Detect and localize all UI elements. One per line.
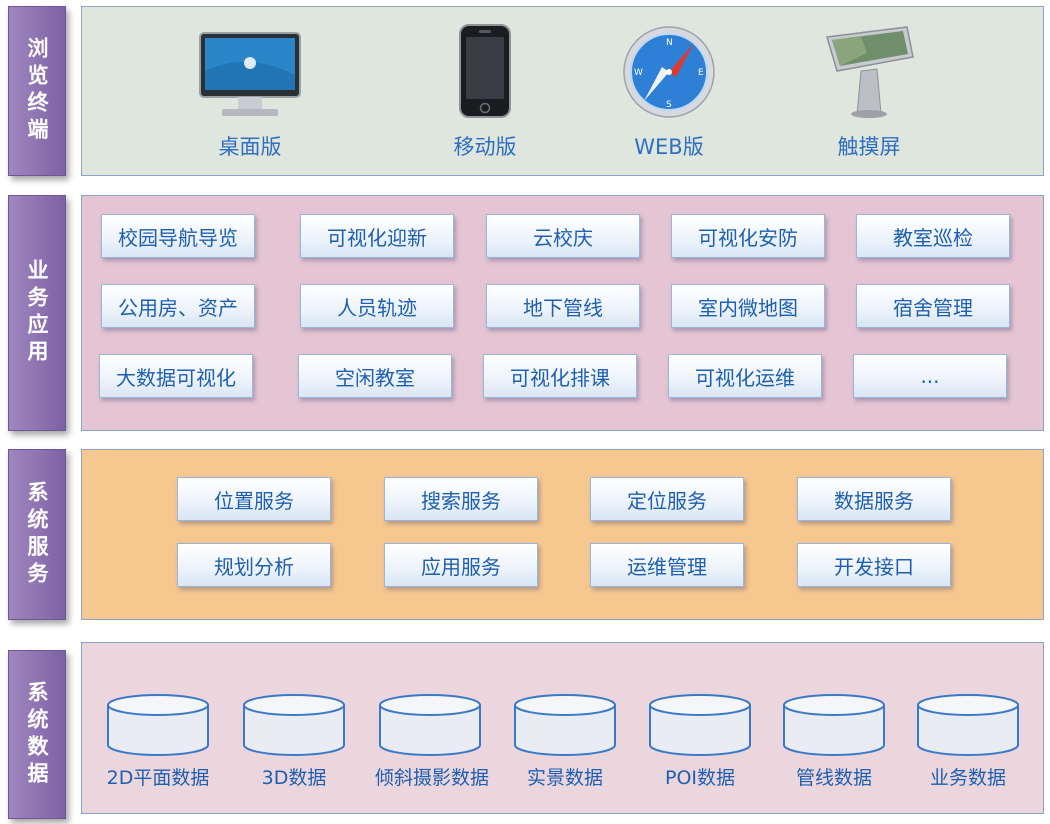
database-cylinder-icon bbox=[379, 694, 481, 756]
datastore-oblique-photo-label: 倾斜摄影数据 bbox=[375, 767, 490, 789]
device-touchscreen[interactable]: 触摸屏 bbox=[794, 26, 944, 161]
database-cylinder-icon bbox=[783, 694, 885, 756]
app-dormitory-management[interactable]: 宿舍管理 bbox=[856, 284, 1010, 328]
svg-text:W: W bbox=[634, 68, 643, 78]
datastore-oblique-photo[interactable]: 倾斜摄影数据 bbox=[375, 693, 490, 790]
datastore-3d[interactable]: 3D数据 bbox=[239, 693, 349, 790]
device-mobile[interactable]: 移动版 bbox=[410, 24, 560, 161]
app-classroom-inspection[interactable]: 教室巡检 bbox=[856, 214, 1010, 258]
data-panel: 2D平面数据 3D数据 倾斜摄影数据 实景数据 POI数据 bbox=[81, 642, 1044, 814]
business-panel: 校园导航导览 可视化迎新 云校庆 可视化安防 教室巡检 公用房、资产 人员轨迹 … bbox=[81, 195, 1044, 431]
safari-compass-icon: N S W E bbox=[594, 26, 744, 119]
datastore-realscene-label: 实景数据 bbox=[526, 767, 603, 789]
app-indoor-micro-map[interactable]: 室内微地图 bbox=[671, 284, 825, 328]
datastore-realscene[interactable]: 实景数据 bbox=[510, 693, 620, 790]
app-campus-navigation[interactable]: 校园导航导览 bbox=[101, 214, 255, 258]
layer-label-data-text: 系统数据 bbox=[25, 680, 49, 789]
layer-label-terminal: 浏览终端 bbox=[8, 6, 66, 176]
datastore-poi-label: POI数据 bbox=[664, 767, 736, 789]
service-panel: 位置服务 搜索服务 定位服务 数据服务 规划分析 应用服务 运维管理 开发接口 bbox=[81, 449, 1044, 620]
app-visual-scheduling[interactable]: 可视化排课 bbox=[483, 354, 637, 398]
datastore-business-label: 业务数据 bbox=[929, 767, 1006, 789]
service-data[interactable]: 数据服务 bbox=[797, 477, 951, 521]
database-cylinder-icon bbox=[107, 694, 209, 756]
app-more[interactable]: ... bbox=[853, 354, 1007, 398]
device-touchscreen-label: 触摸屏 bbox=[837, 135, 901, 159]
device-mobile-label: 移动版 bbox=[453, 135, 517, 159]
app-public-housing-assets[interactable]: 公用房、资产 bbox=[101, 284, 255, 328]
service-search[interactable]: 搜索服务 bbox=[384, 477, 538, 521]
database-cylinder-icon bbox=[649, 694, 751, 756]
datastore-pipeline-label: 管线数据 bbox=[795, 767, 872, 789]
datastore-2d[interactable]: 2D平面数据 bbox=[103, 693, 213, 790]
svg-text:S: S bbox=[666, 100, 672, 110]
app-visual-security[interactable]: 可视化安防 bbox=[671, 214, 825, 258]
terminal-panel: 桌面版 移动版 N S W E bbox=[81, 6, 1044, 176]
desktop-monitor-icon bbox=[175, 27, 325, 119]
service-dev-interface[interactable]: 开发接口 bbox=[797, 543, 951, 587]
app-cloud-anniversary[interactable]: 云校庆 bbox=[486, 214, 640, 258]
datastore-pipeline[interactable]: 管线数据 bbox=[779, 693, 889, 790]
service-ops-management[interactable]: 运维管理 bbox=[590, 543, 744, 587]
service-application[interactable]: 应用服务 bbox=[384, 543, 538, 587]
datastore-poi[interactable]: POI数据 bbox=[645, 693, 755, 790]
svg-text:N: N bbox=[666, 38, 673, 48]
layer-label-terminal-text: 浏览终端 bbox=[25, 37, 49, 145]
service-location[interactable]: 位置服务 bbox=[177, 477, 331, 521]
device-web[interactable]: N S W E WEB版 bbox=[594, 26, 744, 161]
layer-label-business: 业务应用 bbox=[8, 195, 66, 431]
app-visual-operations[interactable]: 可视化运维 bbox=[668, 354, 822, 398]
datastore-2d-label: 2D平面数据 bbox=[106, 767, 210, 789]
app-big-data-visualization[interactable]: 大数据可视化 bbox=[99, 354, 253, 398]
layer-label-service: 系统服务 bbox=[8, 449, 66, 620]
svg-text:E: E bbox=[698, 68, 704, 78]
touch-kiosk-icon bbox=[794, 26, 944, 119]
app-free-classroom[interactable]: 空闲教室 bbox=[298, 354, 452, 398]
app-visual-welcome[interactable]: 可视化迎新 bbox=[300, 214, 454, 258]
layer-label-service-text: 系统服务 bbox=[25, 480, 49, 589]
database-cylinder-icon bbox=[243, 694, 345, 756]
layer-label-data: 系统数据 bbox=[8, 650, 66, 819]
database-cylinder-icon bbox=[514, 694, 616, 756]
device-desktop-label: 桌面版 bbox=[218, 135, 282, 159]
device-web-label: WEB版 bbox=[634, 135, 704, 159]
database-cylinder-icon bbox=[917, 694, 1019, 756]
service-planning-analysis[interactable]: 规划分析 bbox=[177, 543, 331, 587]
app-underground-pipeline[interactable]: 地下管线 bbox=[486, 284, 640, 328]
mobile-phone-icon bbox=[410, 24, 560, 119]
service-positioning[interactable]: 定位服务 bbox=[590, 477, 744, 521]
datastore-business[interactable]: 业务数据 bbox=[913, 693, 1023, 790]
device-desktop[interactable]: 桌面版 bbox=[175, 27, 325, 161]
layer-label-business-text: 业务应用 bbox=[25, 259, 49, 367]
app-personnel-track[interactable]: 人员轨迹 bbox=[300, 284, 454, 328]
datastore-3d-label: 3D数据 bbox=[261, 767, 327, 789]
